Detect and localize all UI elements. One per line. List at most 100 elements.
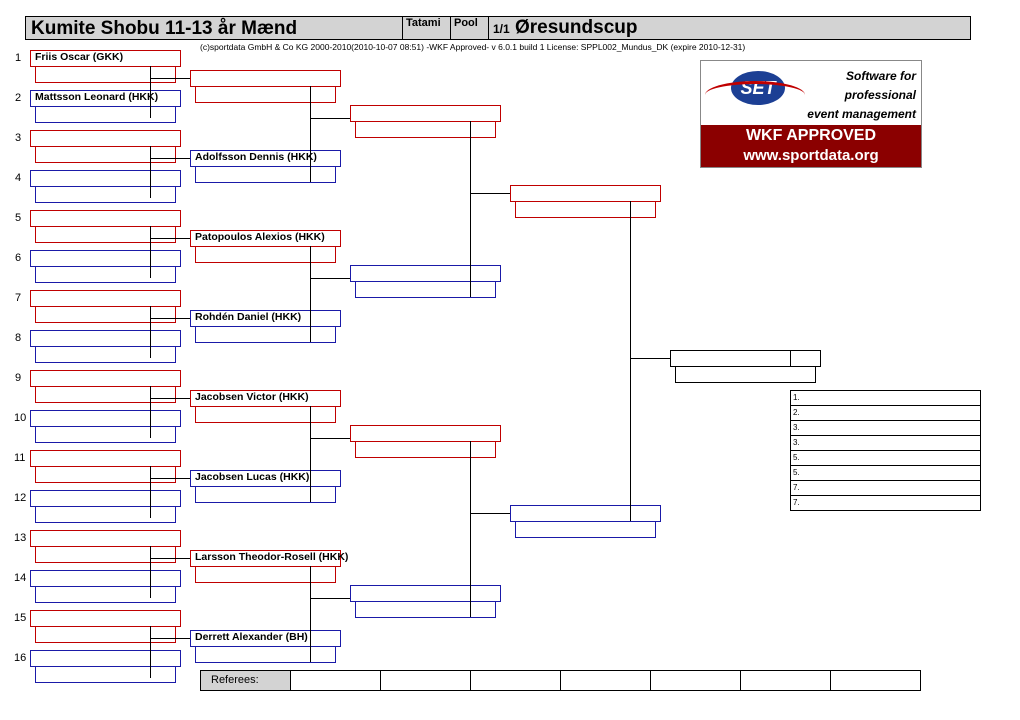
seed-number: 1	[15, 52, 22, 64]
r2-connector-h	[310, 118, 350, 119]
round1-slot-11[interactable]	[30, 450, 181, 467]
round2-slot-8[interactable]: Derrett Alexander (BH)	[190, 630, 341, 647]
result-row: 2.	[790, 405, 981, 421]
r1-connector-h	[150, 558, 190, 559]
round1-slot-6[interactable]	[30, 250, 181, 267]
round1-slot-12[interactable]	[30, 490, 181, 507]
semifinal-slot-2-sub	[515, 521, 656, 538]
competitor-name: Mattsson Leonard (HKK)	[35, 91, 159, 103]
round1-slot-9-sub	[35, 386, 176, 403]
round2-slot-6-sub	[195, 486, 336, 503]
round1-slot-4[interactable]	[30, 170, 181, 187]
round1-slot-2[interactable]: Mattsson Leonard (HKK)	[30, 90, 181, 107]
round3-slot-2[interactable]	[350, 265, 501, 282]
logo-line3: event management	[807, 107, 916, 121]
round1-slot-9[interactable]	[30, 370, 181, 387]
r3-connector-h	[470, 513, 510, 514]
competitor-name: Larsson Theodor-Rosell (HKK)	[195, 551, 349, 563]
referee-cell[interactable]	[470, 670, 561, 691]
final-divider	[790, 350, 791, 367]
round1-slot-1[interactable]: Friis Oscar (GKK)	[30, 50, 181, 67]
sportdata-logo: SET Software for professional event mana…	[700, 60, 922, 168]
result-row: 5.	[790, 450, 981, 466]
r1-connector-v	[150, 466, 151, 518]
round1-slot-8-sub	[35, 346, 176, 363]
round1-slot-6-sub	[35, 266, 176, 283]
logo-approved: WKF APPROVED	[745, 127, 877, 144]
round3-slot-1[interactable]	[350, 105, 501, 122]
result-row: 3.	[790, 420, 981, 436]
seed-number: 6	[15, 252, 22, 264]
round1-slot-13-sub	[35, 546, 176, 563]
round1-slot-5[interactable]	[30, 210, 181, 227]
referee-cell[interactable]	[290, 670, 381, 691]
r2-connector-v	[310, 566, 311, 662]
round1-slot-16-sub	[35, 666, 176, 683]
pool-label: Pool	[454, 17, 478, 29]
round2-slot-5[interactable]: Jacobsen Victor (HKK)	[190, 390, 341, 407]
seed-number: 2	[15, 92, 22, 104]
r2-connector-v	[310, 406, 311, 502]
final-slot[interactable]	[670, 350, 821, 367]
round2-slot-7[interactable]: Larsson Theodor-Rosell (HKK)	[190, 550, 349, 567]
round2-slot-5-sub	[195, 406, 336, 423]
r3-connector-v	[470, 121, 471, 297]
referee-cell[interactable]	[830, 670, 921, 691]
round2-slot-3[interactable]: Patopoulos Alexios (HKK)	[190, 230, 341, 247]
result-row: 1.	[790, 390, 981, 406]
final-connector-v	[630, 201, 631, 521]
round1-slot-10-sub	[35, 426, 176, 443]
round2-slot-1-sub	[195, 86, 336, 103]
round2-slot-6[interactable]: Jacobsen Lucas (HKK)	[190, 470, 341, 487]
round1-slot-3[interactable]	[30, 130, 181, 147]
logo-approved-band: WKF APPROVED www.sportdata.org	[701, 125, 921, 167]
r3-connector-v	[470, 441, 471, 617]
r2-connector-h	[310, 278, 350, 279]
semifinal-slot-1-sub	[515, 201, 656, 218]
seed-number: 16	[14, 652, 27, 664]
seed-number: 13	[14, 532, 27, 544]
competitor-name: Adolfsson Dennis (HKK)	[195, 151, 317, 163]
referees-label: Referees:	[200, 670, 291, 691]
seed-number: 14	[14, 572, 27, 584]
round2-slot-2[interactable]: Adolfsson Dennis (HKK)	[190, 150, 341, 167]
round1-slot-15[interactable]	[30, 610, 181, 627]
referee-cell[interactable]	[650, 670, 741, 691]
competitor-name: Derrett Alexander (BH)	[195, 631, 308, 643]
round1-slot-1-sub	[35, 66, 176, 83]
round3-slot-4[interactable]	[350, 585, 501, 602]
final-slot-sub	[675, 366, 816, 383]
round1-slot-10[interactable]	[30, 410, 181, 427]
logo-line2: professional	[844, 88, 916, 102]
seed-number: 4	[15, 172, 22, 184]
referee-cell[interactable]	[380, 670, 471, 691]
seed-number: 8	[15, 332, 22, 344]
r1-connector-v	[150, 66, 151, 118]
round1-slot-14[interactable]	[30, 570, 181, 587]
round1-slot-5-sub	[35, 226, 176, 243]
result-row: 5.	[790, 465, 981, 481]
semifinal-slot-1[interactable]	[510, 185, 661, 202]
round2-slot-4[interactable]: Rohdén Daniel (HKK)	[190, 310, 341, 327]
results-table: 1.2.3.3.5.5.7.7.	[790, 390, 981, 511]
referee-cell[interactable]	[740, 670, 831, 691]
round1-slot-7[interactable]	[30, 290, 181, 307]
round2-slot-1[interactable]	[190, 70, 341, 87]
referee-cell[interactable]	[560, 670, 651, 691]
round1-slot-13[interactable]	[30, 530, 181, 547]
result-row: 3.	[790, 435, 981, 451]
final-connector-h	[630, 358, 670, 359]
logo-url: www.sportdata.org	[743, 147, 879, 164]
seed-number: 15	[14, 612, 27, 624]
seed-number: 9	[15, 372, 22, 384]
round3-slot-3[interactable]	[350, 425, 501, 442]
round1-slot-8[interactable]	[30, 330, 181, 347]
seed-number: 10	[14, 412, 27, 424]
pool-cell: Pool	[450, 16, 488, 40]
result-row: 7.	[790, 480, 981, 496]
competitor-name: Jacobsen Victor (HKK)	[195, 391, 309, 403]
semifinal-slot-2[interactable]	[510, 505, 661, 522]
round2-slot-7-sub	[195, 566, 336, 583]
round1-slot-16[interactable]	[30, 650, 181, 667]
round2-slot-2-sub	[195, 166, 336, 183]
